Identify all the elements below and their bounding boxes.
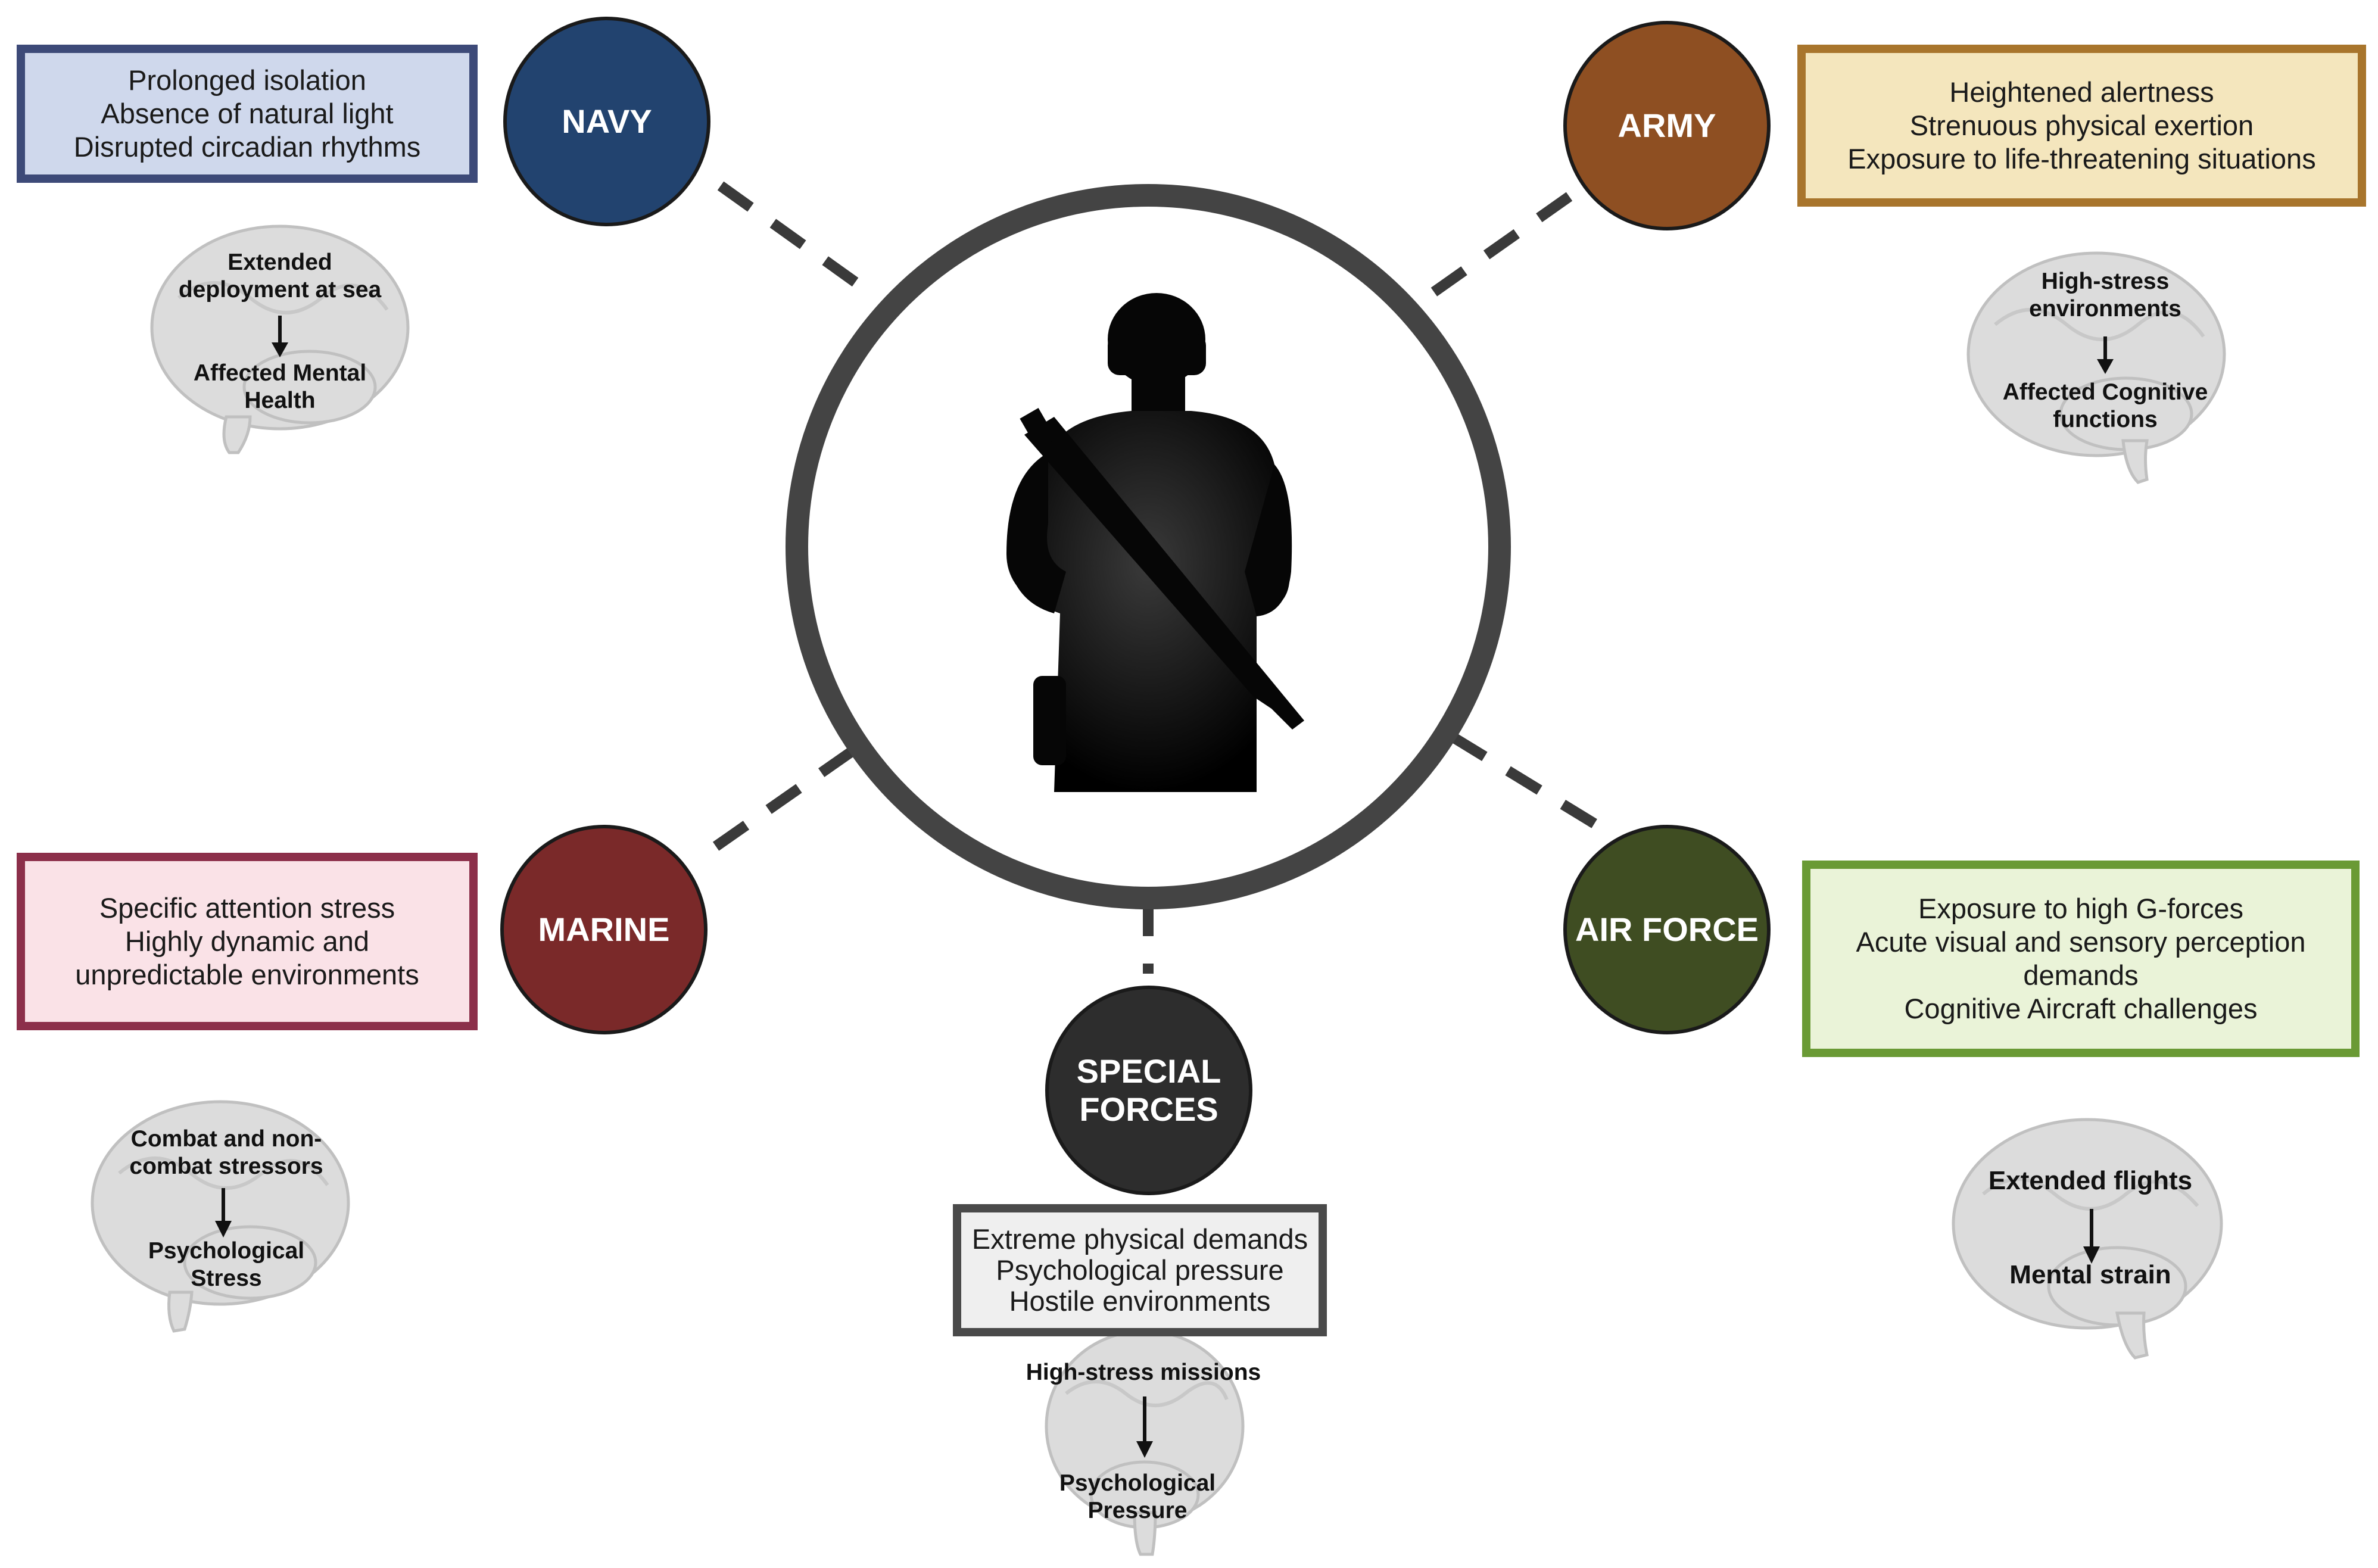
navy-factor: Disrupted circadian rhythms [73,131,421,163]
air-force-brain-cause: Extended flights [1988,1166,2193,1195]
army-factor: Heightened alertness [1949,76,2214,108]
navy-node: NAVY [503,17,710,226]
soldier-silhouette-icon [1006,293,1304,792]
marine-factor: Specific attention stress [99,892,395,924]
marine-node: MARINE [500,825,708,1034]
army-node: ARMY [1563,21,1771,230]
navy-brain-effect: Affected Mental Health [193,360,367,413]
army-factor: Strenuous physical exertion [1909,110,2254,141]
marine-brain-cause: Combat and non-combat stressors [129,1126,323,1179]
special-forces-brain-cause: High-stress missions [1026,1360,1261,1385]
navy-factor: Prolonged isolation [128,64,366,96]
special-forces-factors-box: Extreme physical demands Psychological p… [953,1204,1327,1336]
army-connector [1414,192,1573,308]
marine-factor: Highly dynamic and [124,925,370,957]
special-forces-factor: Extreme physical demands [971,1223,1308,1255]
special-forces-factor: Hostile environments [1009,1285,1271,1317]
army-brain-cause: High-stress environments [2029,269,2181,322]
special-forces-node: SPECIAL FORCES [1045,986,1252,1195]
navy-brain-cause: Extended deployment at sea [178,250,382,303]
air-force-factor: demands [2023,959,2139,991]
air-force-node: AIR FORCE [1563,825,1771,1034]
navy-factor: Absence of natural light [101,98,394,129]
army-factor: Exposure to life-threatening situations [1847,143,2316,174]
special-forces-label-line2: FORCES [1079,1090,1218,1128]
air-force-factor: Exposure to high G-forces [1918,893,2243,924]
special-forces-brain-effect: Psychological Pressure [1059,1470,1216,1523]
marine-label: MARINE [538,911,670,948]
special-forces-label-line1: SPECIAL [1076,1052,1221,1090]
navy-connector [717,181,879,301]
special-forces-factor: Psychological pressure [996,1254,1284,1286]
army-brain-icon [1966,251,2226,484]
army-factors-box: Heightened alertness Strenuous physical … [1797,45,2366,207]
navy-label: NAVY [562,102,652,140]
air-force-brain-effect: Mental strain [2009,1260,2171,1289]
air-force-label: AIR FORCE [1575,911,1759,948]
marine-brain-icon [91,1100,350,1333]
marine-brain-effect: Psychological Stress [148,1238,305,1291]
marine-factors-box: Specific attention stress Highly dynamic… [17,853,478,1030]
air-force-factor: Acute visual and sensory perception [1856,926,2306,958]
airforce-connector [1450,732,1614,838]
air-force-factor: Cognitive Aircraft challenges [1904,993,2258,1024]
army-label: ARMY [1617,107,1716,144]
marine-connector [692,747,855,865]
air-force-factors-box: Exposure to high G-forces Acute visual a… [1802,861,2360,1057]
army-brain-effect: Affected Cognitive functions [2002,379,2208,432]
air-force-brain-icon [1952,1118,2223,1360]
navy-factors-box: Prolonged isolation Absence of natural l… [17,45,478,183]
marine-factor: unpredictable environments [75,959,419,990]
